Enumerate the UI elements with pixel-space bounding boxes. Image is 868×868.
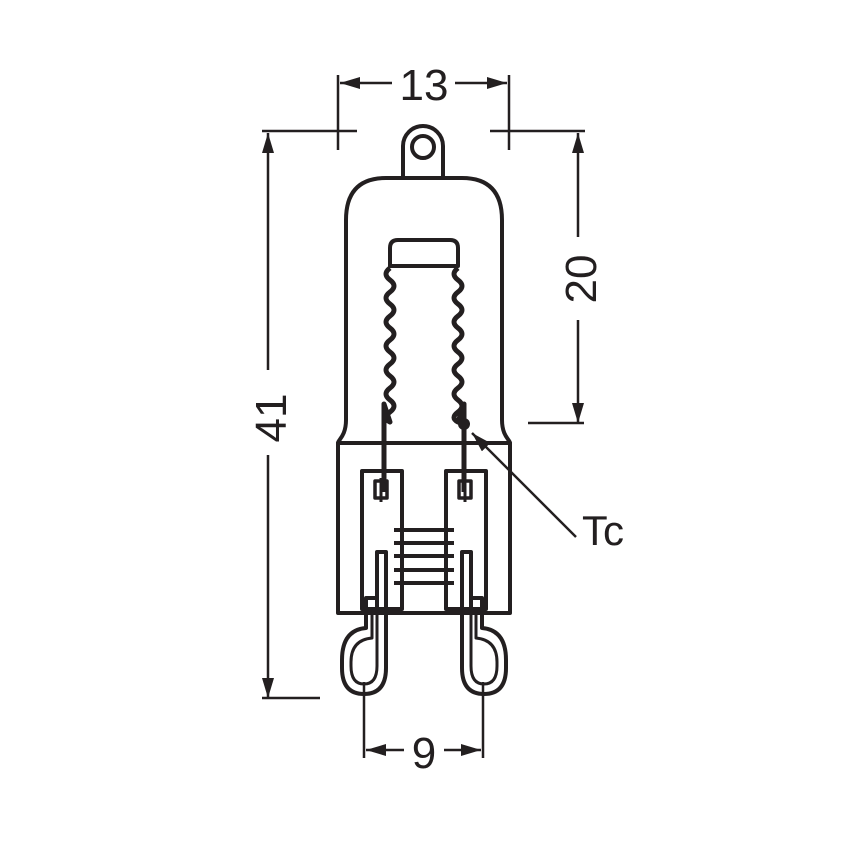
dimension-height-20: 20 [528,133,606,425]
dimension-label-9: 9 [412,729,436,778]
tc-measurement-point [458,418,470,430]
filament-coil-right [451,266,467,492]
dimension-label-13: 13 [400,61,449,110]
filament-top-cap [388,238,460,268]
dimension-width-13: 13 [262,61,585,150]
tc-callout: Tc [471,432,624,554]
dimension-pin-spacing-9: 9 [362,682,485,778]
dimension-label-41: 41 [247,394,296,443]
tc-label: Tc [582,507,624,554]
tc-leader-arrow [471,432,577,538]
pinch-seal-bars [394,528,454,585]
glass-capsule [336,176,512,444]
filament-coil-left [381,266,397,492]
lamp-body [336,124,512,696]
lamp-base-pinch [336,441,512,615]
dimension-label-20: 20 [557,255,606,304]
foil-block-left [360,469,404,611]
top-eyelet [401,124,445,178]
pin-loop-left-inner [349,611,379,686]
dimension-height-41: 41 [247,133,320,700]
pin-loop-left [340,550,388,696]
eyelet-outline [401,124,445,178]
eyelet-hole [410,134,436,160]
foil-block-right [444,469,488,611]
pin-loop-right [460,550,508,696]
pin-loop-right-inner [469,611,499,686]
